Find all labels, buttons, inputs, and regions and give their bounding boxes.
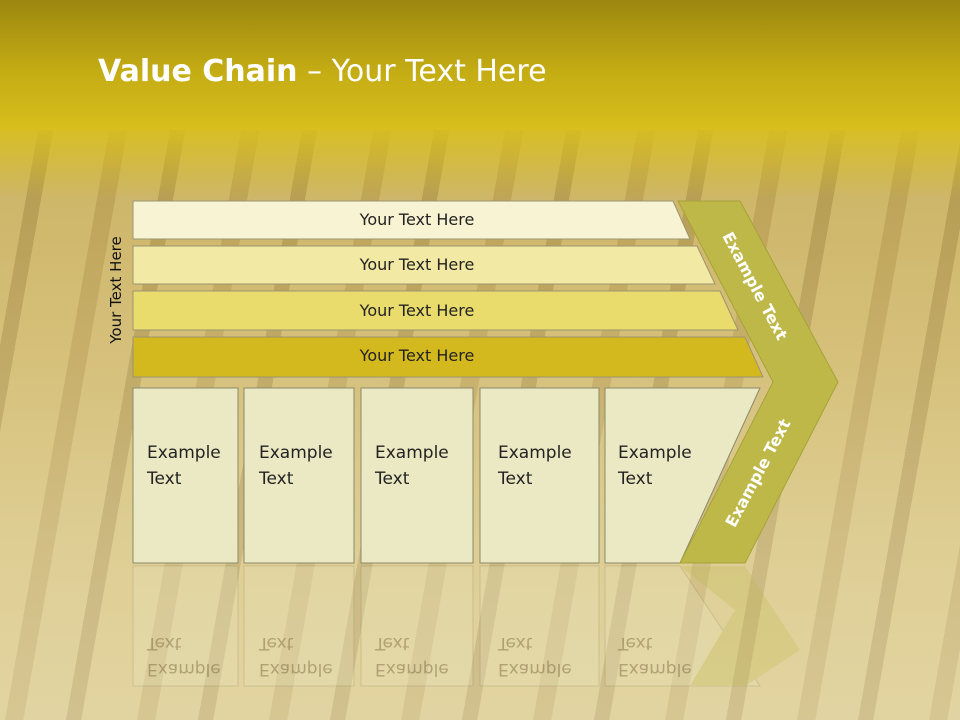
bar-label-3: Your Text Here [359,301,475,320]
column-shape-2 [243,387,355,564]
column-shape-1 [132,387,239,564]
bar-shape-1 [132,200,691,240]
bar-label-2: Your Text Here [359,255,475,274]
slide-title: Value Chain – Your Text Here [98,54,547,89]
column-shape-3 [360,387,474,564]
bar-shape-4 [132,336,764,378]
column-shape-4 [479,387,600,564]
title-rest: – Your Text Here [297,54,547,89]
bar-shape-3 [132,290,739,331]
bar-label-1: Your Text Here [359,210,475,229]
bar-label-4: Your Text Here [359,346,475,365]
header-fade [0,128,960,198]
diagram-reflection [132,565,800,687]
header-band [0,0,960,130]
chevron-arrow [677,200,839,564]
bar-shape-2 [132,245,716,285]
title-bold: Value Chain [98,54,298,89]
